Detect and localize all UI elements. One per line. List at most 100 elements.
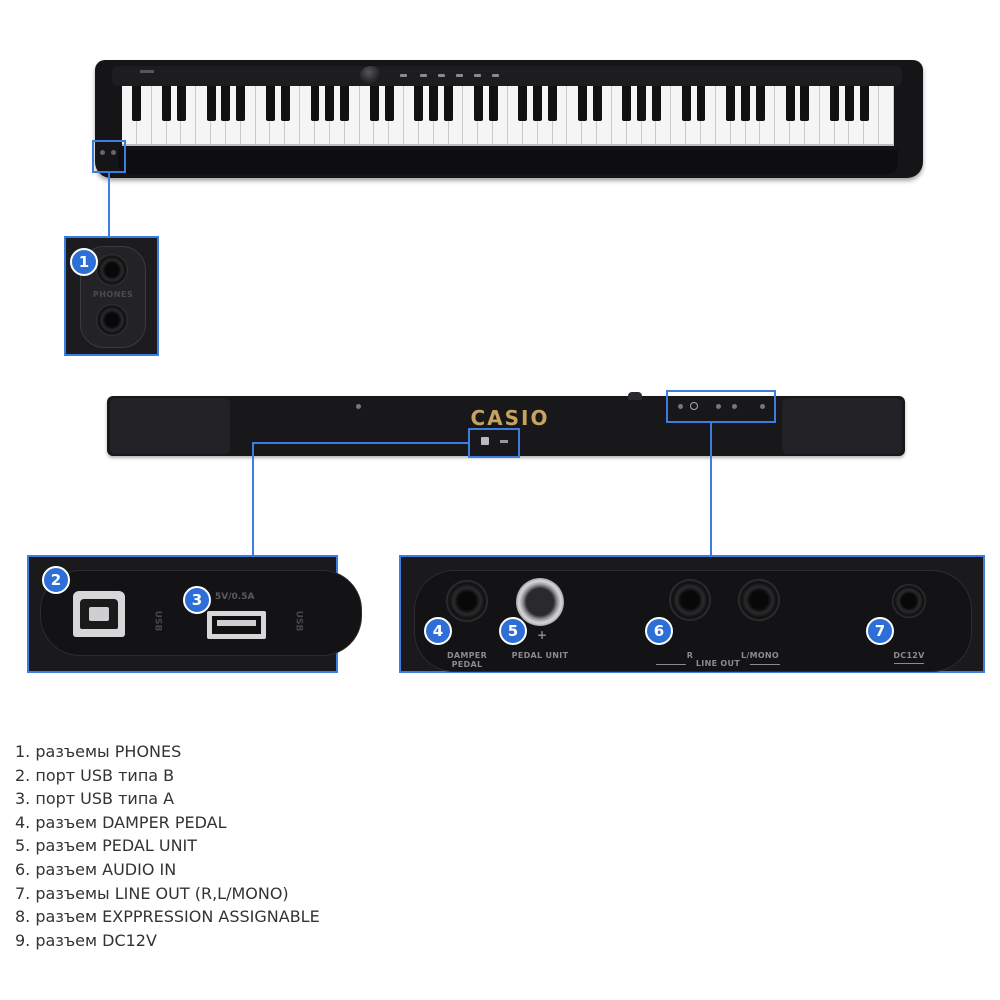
black-key [162, 86, 171, 121]
line-out-l-mono-jack [738, 579, 780, 621]
usb-mark-right: USB [293, 610, 304, 632]
white-key [137, 86, 152, 144]
usb-a-rating: 5V/0.5A [215, 592, 255, 602]
phones-jack-2 [96, 304, 128, 336]
jacks-location-callout [666, 390, 776, 423]
legend-item: 4. разъем DAMPER PEDAL [15, 812, 227, 832]
black-key [785, 86, 795, 121]
white-key [449, 86, 464, 144]
white-key [879, 86, 894, 144]
black-key [696, 86, 706, 121]
black-key [325, 86, 335, 121]
connector-line [253, 442, 468, 444]
black-key [384, 86, 394, 121]
black-key [429, 86, 439, 121]
mini-jack-icon [716, 404, 721, 409]
damper-pedal-jack [446, 580, 488, 622]
black-key [176, 86, 186, 121]
black-key [310, 86, 320, 121]
black-key [637, 86, 647, 121]
rear-screw [356, 404, 361, 409]
mini-jack-icon [111, 150, 116, 155]
mini-jack-icon [760, 404, 765, 409]
panel-button [456, 74, 463, 77]
callout-badge-4: 4 [424, 617, 452, 645]
usb-type-a-tongue [217, 620, 256, 626]
mini-jack-icon [678, 404, 683, 409]
legend-item: 8. разъем EXPPRESSION ASSIGNABLE [15, 907, 320, 927]
white-key [760, 86, 776, 144]
black-key [369, 86, 379, 121]
panel-button [420, 74, 427, 77]
panel-button [400, 74, 407, 77]
black-key [414, 86, 424, 121]
black-key [845, 86, 854, 121]
white-key [701, 86, 716, 144]
black-key [266, 86, 275, 121]
callout-badge-2: 2 [42, 566, 70, 594]
mini-din-icon [690, 402, 698, 410]
black-key [741, 86, 750, 121]
white-key [597, 86, 612, 144]
line-out-r-label: R [686, 651, 694, 660]
black-key [652, 86, 661, 121]
black-key [132, 86, 142, 121]
black-key [622, 86, 632, 121]
legend-item: 1. разъемы PHONES [15, 742, 182, 761]
damper-pedal-label: DAMPER PEDAL [446, 651, 488, 669]
line-out-r-jack [669, 579, 711, 621]
white-key [805, 86, 820, 144]
black-key [221, 86, 231, 121]
usb-location-callout [468, 428, 520, 458]
black-key [726, 86, 736, 121]
black-key [755, 86, 765, 121]
control-panel [112, 66, 902, 86]
white-key [241, 86, 256, 144]
panel-button [492, 74, 499, 77]
pedal-unit-key-mark: + [537, 628, 548, 642]
black-key [800, 86, 810, 121]
white-key [389, 86, 405, 144]
white-key [181, 86, 197, 144]
usb-type-b-tongue [89, 607, 109, 621]
pedal-unit-din-port [516, 578, 564, 626]
panel-button [474, 74, 481, 77]
rear-panel [107, 396, 905, 456]
white-key [656, 86, 672, 144]
white-key [285, 86, 301, 144]
legend-item: 9. разъем DC12V [15, 930, 157, 950]
connector-line [252, 442, 254, 555]
connector-legend: 1. разъемы PHONES 2. порт USB типа B 3. … [15, 740, 320, 952]
callout-badge-3: 3 [183, 586, 211, 614]
callout-badge-6: 6 [645, 617, 673, 645]
legend-item: 5. разъем PEDAL UNIT [15, 836, 198, 856]
phones-jack-1 [96, 254, 128, 286]
black-key [830, 86, 840, 121]
callout-badge-7: 7 [866, 617, 894, 645]
mini-jack-icon [100, 150, 105, 155]
speaker-grille-right [782, 398, 902, 454]
white-key [493, 86, 508, 144]
black-key [548, 86, 557, 121]
mini-jack-icon [732, 404, 737, 409]
usb-port-mini-icon [500, 440, 508, 443]
white-key [553, 86, 568, 144]
dc-polarity-icon [894, 663, 924, 664]
black-key [681, 86, 691, 121]
brand-logo: CASIO [470, 406, 550, 430]
legend-item: 3. порт USB типа A [15, 789, 175, 809]
black-key [280, 86, 290, 121]
line-out-label: LINE OUT [686, 659, 750, 668]
black-key [518, 86, 528, 121]
legend-item: 7. разъемы LINE OUT (R,L/MONO) [15, 883, 289, 903]
panel-button [438, 74, 445, 77]
line-out-l-mono-label: L/MONO [740, 651, 780, 660]
phones-location-callout [92, 140, 126, 173]
usb-mark-left: USB [152, 610, 163, 632]
black-key [206, 86, 216, 121]
usb-port-mini-icon [481, 437, 489, 445]
keybed [122, 86, 894, 146]
connector-line [710, 423, 712, 555]
pedal-unit-label: PEDAL UNIT [511, 651, 569, 660]
legend-item: 6. разъем AUDIO IN [15, 859, 177, 879]
